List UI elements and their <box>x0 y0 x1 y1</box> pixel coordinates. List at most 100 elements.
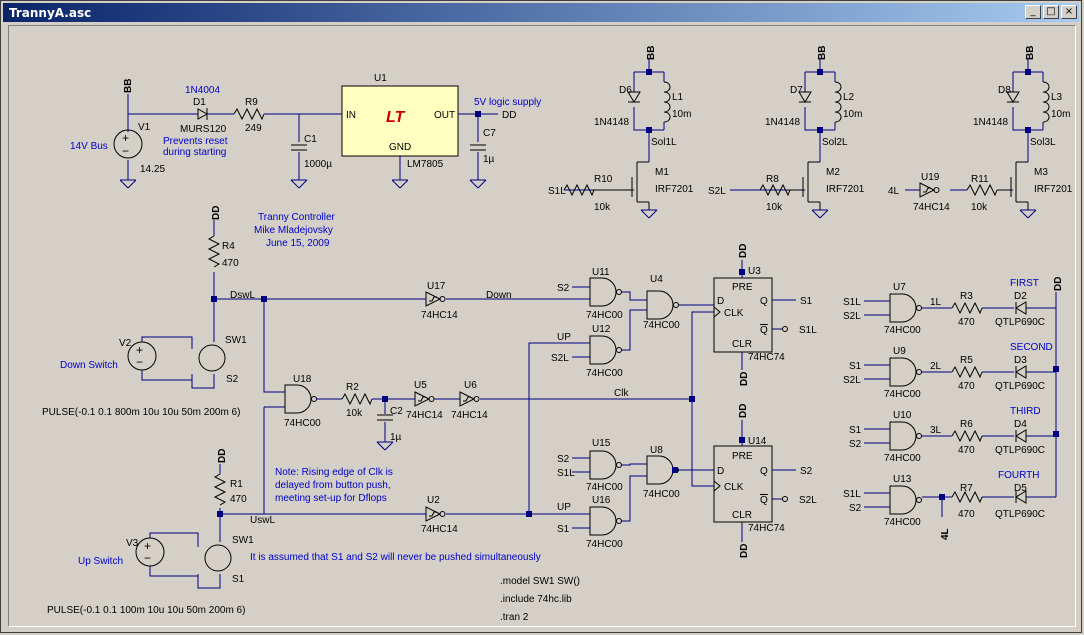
c1-value: 1000µ <box>304 159 332 170</box>
note-line1: Note: Rising edge of Clk is <box>275 467 393 478</box>
r11-resistor[interactable] <box>966 183 998 197</box>
m1-mosfet[interactable] <box>592 161 650 210</box>
flipflop-u3: DD U3 PRE D Q CLK Q CLR 74HC74 DD S1 S1L <box>713 244 817 386</box>
svg-text:74HC00: 74HC00 <box>586 539 623 550</box>
svg-text:D: D <box>717 296 724 307</box>
m2-mosfet[interactable] <box>788 161 821 210</box>
title-bar[interactable]: TrannyA.asc _ □ × <box>3 3 1079 22</box>
r6-resistor[interactable] <box>951 429 983 443</box>
m3-mosfet[interactable] <box>997 161 1029 210</box>
svg-text:R4: R4 <box>222 241 235 252</box>
svg-text:V2: V2 <box>119 338 132 349</box>
d5-led[interactable] <box>1015 490 1027 504</box>
u1-gnd-pin: GND <box>389 142 411 153</box>
led-fourth: FOURTH <box>998 470 1039 481</box>
svg-text:+: + <box>136 343 143 357</box>
d7-diode[interactable] <box>798 91 812 103</box>
svg-text:SW1: SW1 <box>225 335 247 346</box>
title-line2: Mike Mladejovsky <box>254 225 333 236</box>
minimize-button[interactable]: _ <box>1025 5 1041 19</box>
r10-resistor[interactable] <box>563 183 595 197</box>
svg-text:Q: Q <box>760 325 768 336</box>
down-switch-section: DD R4 470 DswL + − V2 Down Switch SW1 S2… <box>42 206 426 418</box>
r2-resistor[interactable] <box>341 392 373 406</box>
u5-inverter[interactable] <box>414 391 435 407</box>
svg-text:CLR: CLR <box>732 339 752 350</box>
r4-resistor[interactable] <box>207 235 221 268</box>
schematic-canvas[interactable]: BB + − V1 14V Bus 14.25 1N4004 D1 MURS12… <box>8 25 1076 627</box>
led-indicators: DD U7 74HC00 S1L S2L 1L R3 470 D2 QTLP69… <box>843 277 1064 540</box>
svg-text:10k: 10k <box>346 408 363 419</box>
u15-nand[interactable] <box>589 450 622 480</box>
u4-nand[interactable] <box>646 290 679 320</box>
v1-source[interactable] <box>113 129 143 159</box>
u16-nand[interactable] <box>589 506 622 536</box>
svg-text:+: + <box>144 539 151 553</box>
r3-resistor[interactable] <box>951 301 983 315</box>
svg-text:470: 470 <box>222 258 239 269</box>
d2-led[interactable] <box>1015 301 1027 315</box>
u11-nand[interactable] <box>589 277 622 307</box>
u2-inverter[interactable] <box>425 506 446 522</box>
svg-text:L1: L1 <box>672 92 684 103</box>
svg-text:Q: Q <box>760 466 768 477</box>
d6-diode[interactable] <box>627 91 641 103</box>
svg-text:QTLP690C: QTLP690C <box>995 509 1045 520</box>
l2-inductor[interactable] <box>834 81 842 123</box>
svg-text:DD: DD <box>738 244 749 258</box>
svg-text:U16: U16 <box>592 495 611 506</box>
svg-text:470: 470 <box>230 494 247 505</box>
u3-dflop[interactable] <box>713 277 773 353</box>
close-button[interactable]: × <box>1061 5 1077 19</box>
v3-source[interactable] <box>135 537 165 567</box>
u14-dflop[interactable] <box>713 445 773 523</box>
r9-resistor[interactable] <box>233 107 265 121</box>
u18-nand[interactable] <box>284 384 317 414</box>
u13-nand[interactable] <box>889 485 922 515</box>
u9-nand[interactable] <box>889 357 922 387</box>
svg-text:D2: D2 <box>1014 291 1027 302</box>
maximize-button[interactable]: □ <box>1043 5 1059 19</box>
u17-inverter[interactable] <box>425 291 446 307</box>
svg-text:U8: U8 <box>650 445 663 456</box>
r7-resistor[interactable] <box>951 490 983 504</box>
d4-led[interactable] <box>1015 429 1027 443</box>
svg-text:U12: U12 <box>592 324 611 335</box>
sw1-down-switch[interactable] <box>198 344 226 372</box>
u10-nand[interactable] <box>889 421 922 451</box>
svg-text:QTLP690C: QTLP690C <box>995 317 1045 328</box>
r8-resistor[interactable] <box>759 183 791 197</box>
sw1-up-switch[interactable] <box>204 544 232 572</box>
svg-text:10k: 10k <box>594 202 611 213</box>
r5-resistor[interactable] <box>951 365 983 379</box>
svg-text:+: + <box>122 131 129 145</box>
u19-inverter[interactable] <box>919 182 940 198</box>
u7-nand[interactable] <box>889 293 922 323</box>
dswl-net: DswL <box>230 290 255 301</box>
r1-resistor[interactable] <box>213 473 227 506</box>
svg-text:S2L: S2L <box>551 353 569 364</box>
u6-inverter[interactable] <box>459 391 480 407</box>
down-logic: U17 74HC14 Down S2 UP S2L U11 74HC00 U12… <box>421 267 714 514</box>
svg-text:BB: BB <box>817 46 828 60</box>
svg-text:2L: 2L <box>930 361 942 372</box>
d1-ref: D1 <box>193 97 206 108</box>
d3-led[interactable] <box>1015 365 1027 379</box>
svg-text:U2: U2 <box>427 495 440 506</box>
svg-text:S2L: S2L <box>799 495 817 506</box>
c1-ref: C1 <box>304 134 317 145</box>
l3-inductor[interactable] <box>1042 81 1050 123</box>
spice-directives: .model SW1 SW() .include 74hc.lib .tran … <box>500 576 580 623</box>
v2-source[interactable] <box>127 341 157 371</box>
svg-text:CLR: CLR <box>732 510 752 521</box>
l1-inductor[interactable] <box>663 81 671 123</box>
u12-nand[interactable] <box>589 335 622 365</box>
d1-model: MURS120 <box>180 124 227 135</box>
svg-text:74HC74: 74HC74 <box>748 523 785 534</box>
svg-text:74HC00: 74HC00 <box>586 482 623 493</box>
u1-regulator[interactable] <box>341 85 459 157</box>
d8-diode[interactable] <box>1006 91 1020 103</box>
d1-diode[interactable] <box>197 108 209 120</box>
svg-text:QTLP690C: QTLP690C <box>995 381 1045 392</box>
svg-text:10m: 10m <box>843 109 862 120</box>
